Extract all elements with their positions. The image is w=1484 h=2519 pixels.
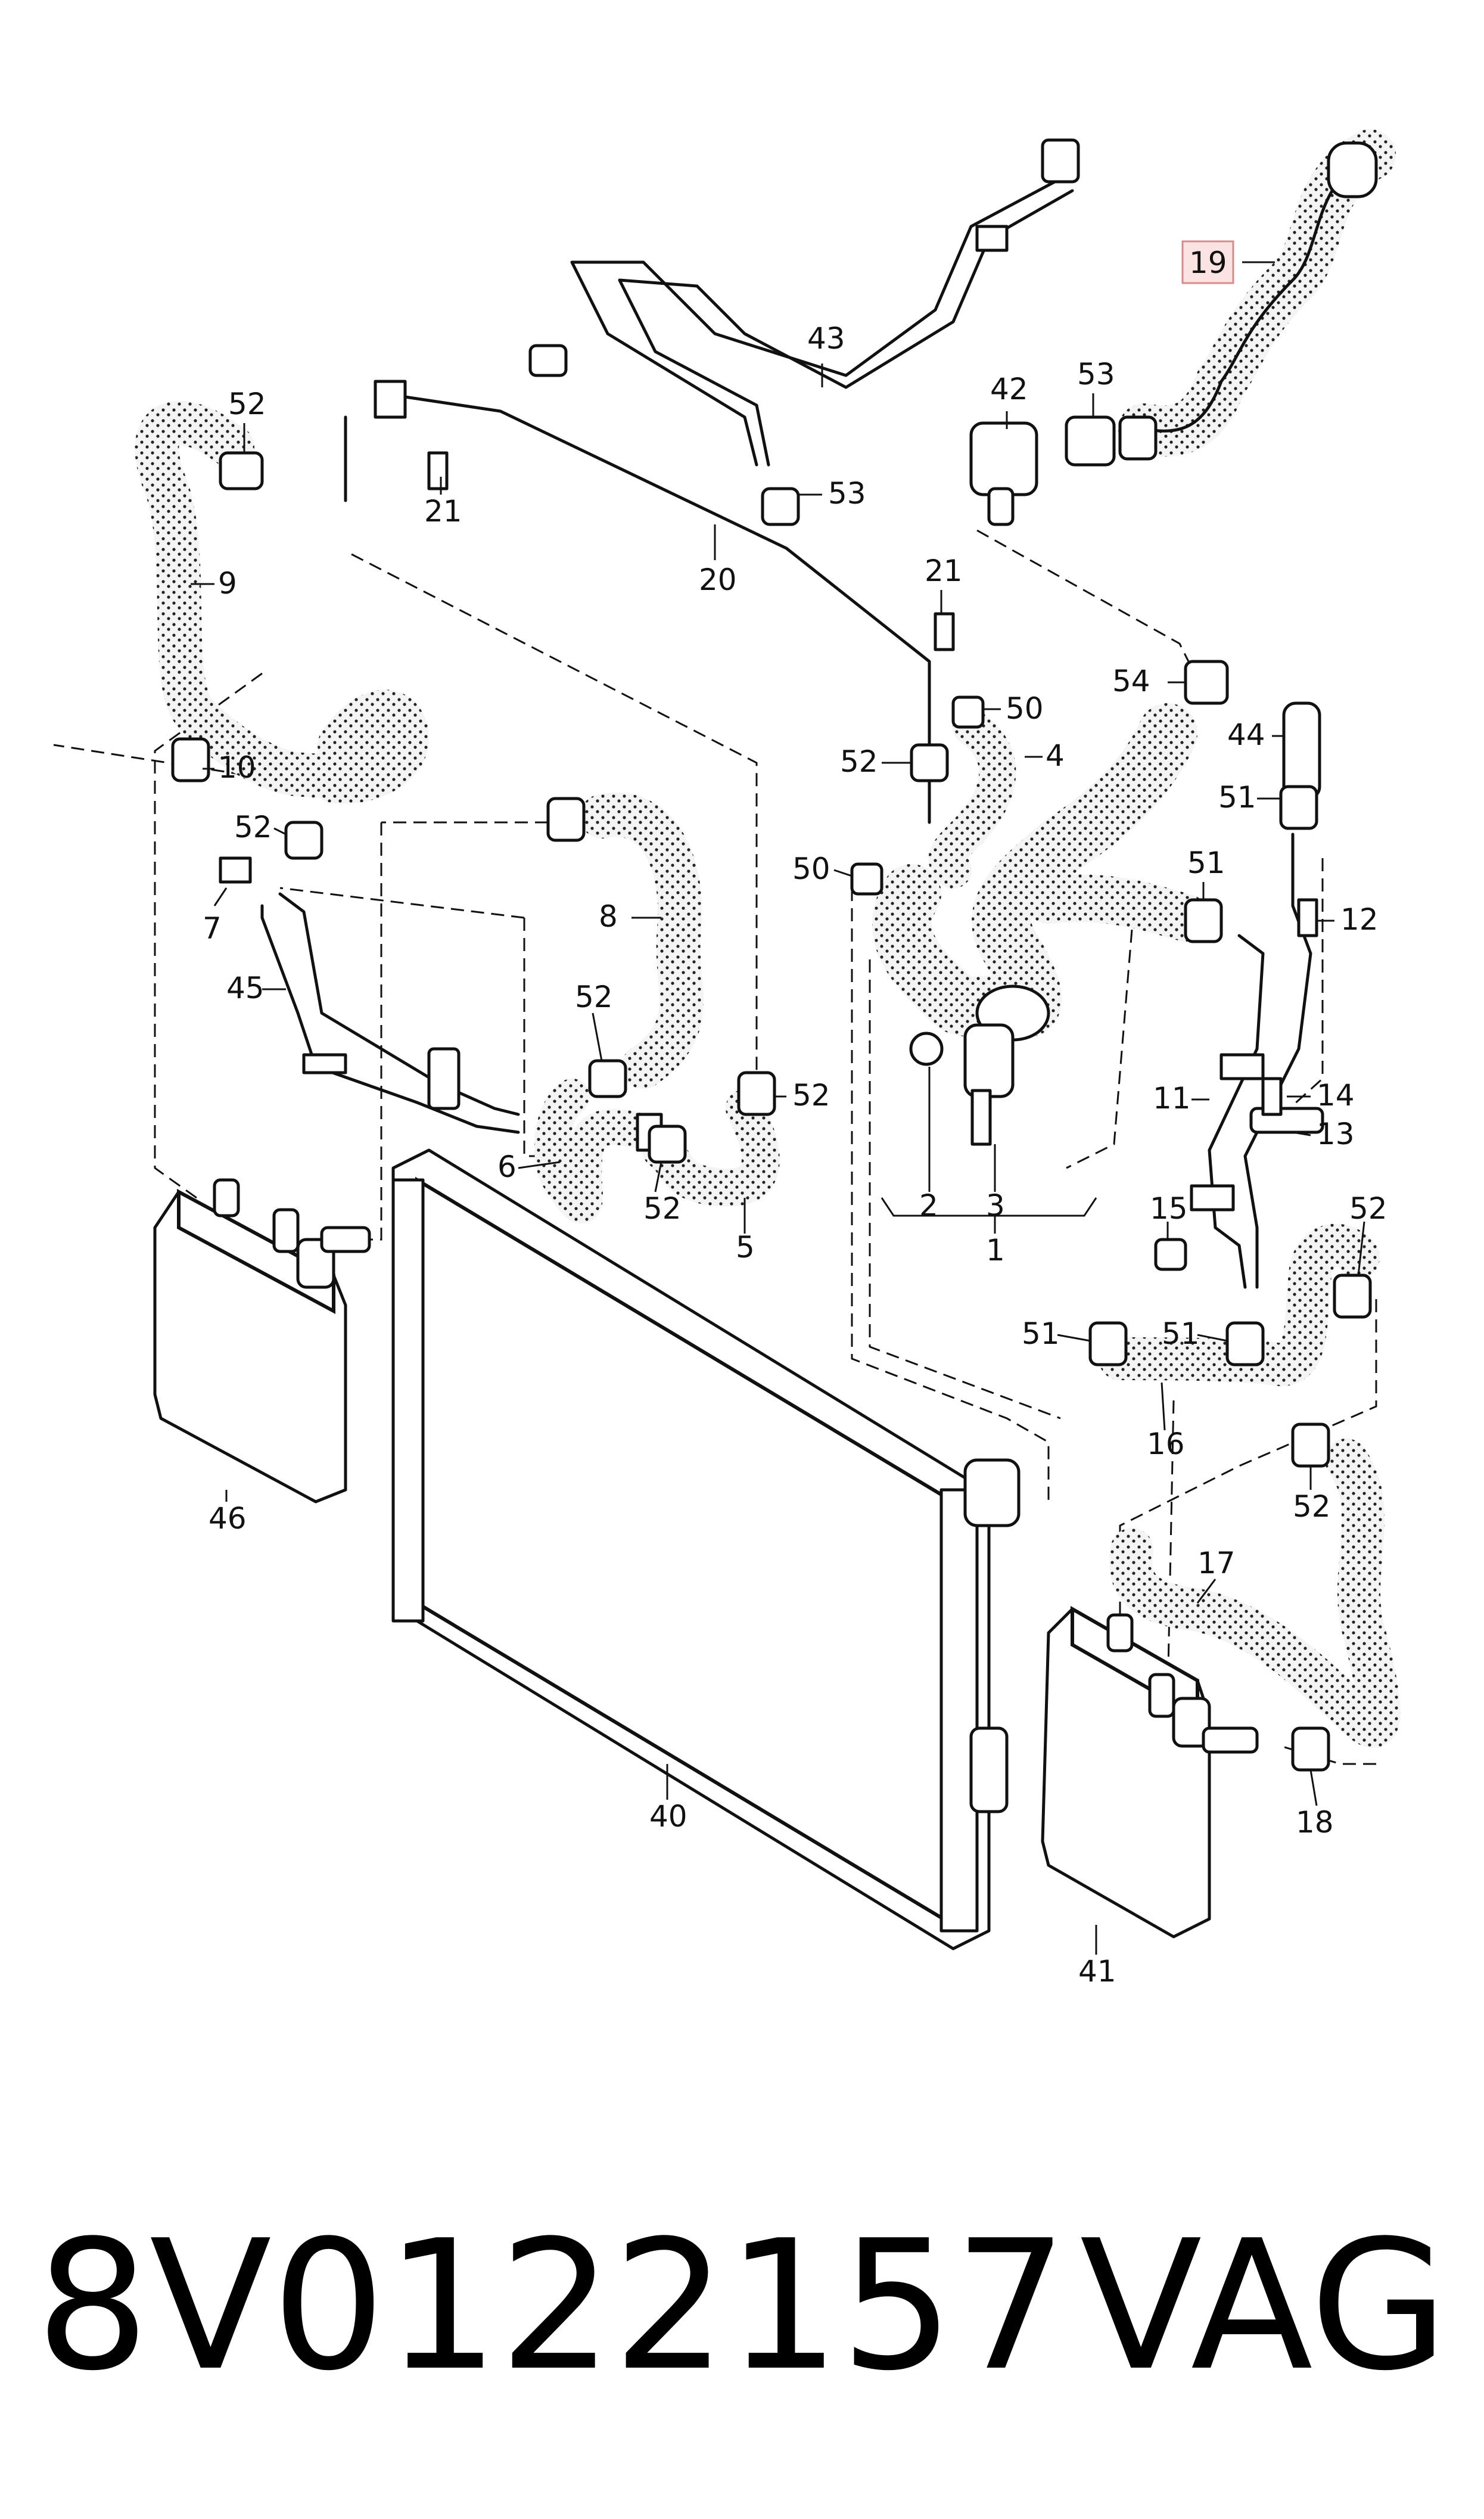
label: 12 (1340, 902, 1379, 937)
pipe-45 (260, 892, 520, 1134)
part-number: 8V0122157 (36, 2202, 1068, 2410)
label: 4 (1046, 738, 1065, 773)
label: 13 (1317, 1117, 1355, 1151)
label: 5 (736, 1230, 755, 1265)
label: 2 (919, 1188, 938, 1223)
label: 44 (1227, 718, 1265, 752)
label: 52 (234, 810, 272, 844)
coolant-hose-main (872, 703, 1209, 1098)
leader-lines (191, 261, 1365, 1955)
highlight-box (1181, 240, 1234, 284)
pipe-11 (1190, 833, 1312, 1289)
clamps (171, 415, 1372, 1772)
label: 8 (599, 899, 618, 934)
label: 50 (1006, 691, 1044, 726)
label: 9 (218, 566, 237, 601)
label: 51 (1187, 846, 1225, 880)
pipe-20 (276, 213, 934, 824)
label: 16 (1147, 1427, 1185, 1461)
label: 46 (209, 1501, 247, 1536)
radiator-40 (391, 1148, 1021, 1950)
label: 42 (990, 372, 1028, 406)
label: 51 (1022, 1316, 1060, 1351)
label: 1 (986, 1233, 1005, 1268)
hose-8 (580, 793, 704, 1089)
label: 51 (1162, 1316, 1200, 1351)
label: 21 (424, 494, 462, 529)
label: 53 (828, 476, 866, 511)
label: 45 (226, 971, 265, 1005)
label: 20 (699, 563, 737, 597)
hose-19 (1118, 129, 1396, 457)
hose-44 (1282, 701, 1321, 800)
hose-17 (1109, 1439, 1401, 1747)
label: 21 (925, 554, 963, 588)
label: 41 (1078, 1954, 1116, 1989)
label: 52 (1349, 1191, 1387, 1226)
hose-5 (642, 1089, 780, 1207)
hose-6 (534, 1079, 663, 1223)
hose-4 (928, 709, 1016, 889)
label: 40 (649, 1799, 687, 1834)
cooler-41 (1041, 1605, 1259, 1939)
label: 52 (643, 1191, 682, 1226)
small-parts (219, 421, 1324, 1271)
label: 19 (1189, 246, 1227, 280)
hose-16 (1099, 1223, 1380, 1386)
label: 18 (1296, 1805, 1334, 1840)
label: 14 (1317, 1078, 1355, 1113)
cooler-46 (153, 1178, 371, 1504)
label: 52 (1293, 1489, 1331, 1524)
pipe-43 (528, 138, 1080, 467)
label: 43 (807, 321, 845, 356)
label: 52 (228, 387, 266, 421)
hose-9 (135, 400, 429, 804)
label: 52 (575, 980, 613, 1014)
part-labels: 19 43 42 53 52 21 9 20 53 21 50 54 4 44 … (203, 246, 1387, 1989)
label: 17 (1197, 1546, 1236, 1580)
label: 51 (1218, 780, 1256, 815)
label: 50 (792, 852, 830, 886)
label: 3 (986, 1188, 1005, 1223)
exploded-parts-diagram: 19 43 42 53 52 21 9 20 53 21 50 54 4 44 … (53, 129, 1401, 1989)
brand-name: VAG (1079, 2202, 1448, 2410)
label: 11 (1153, 1081, 1191, 1116)
label: 52 (792, 1078, 830, 1113)
label: 15 (1150, 1191, 1188, 1226)
label: 53 (1077, 357, 1115, 392)
label: 52 (840, 744, 878, 779)
label: 7 (203, 911, 222, 946)
label: 10 (218, 750, 256, 785)
label: 54 (1112, 664, 1150, 698)
label: 6 (497, 1150, 517, 1184)
